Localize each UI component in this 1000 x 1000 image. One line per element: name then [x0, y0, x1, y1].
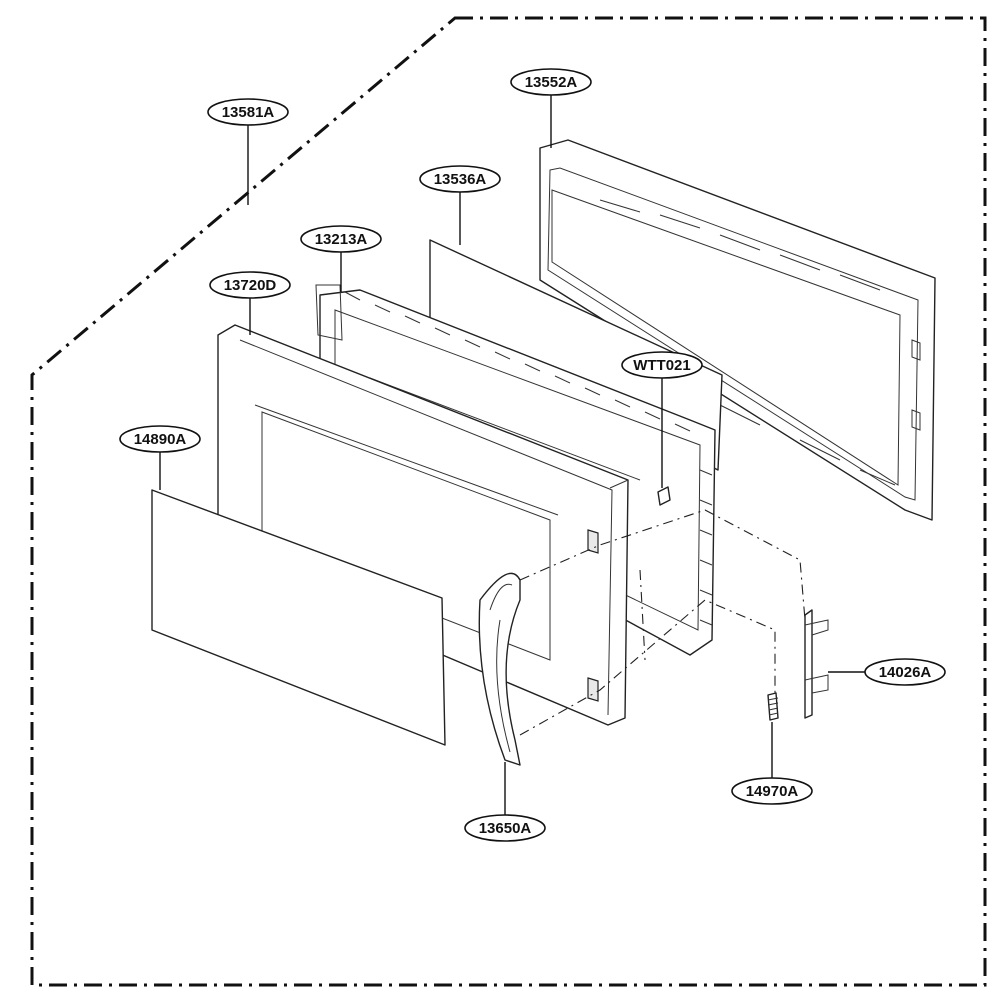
- callout-WTT021: WTT021: [621, 351, 703, 379]
- callout-13213A: 13213A: [300, 225, 382, 253]
- callout-text: 13536A: [434, 171, 487, 188]
- callout-14970A: 14970A: [731, 777, 813, 805]
- callout-text: 13650A: [479, 820, 532, 837]
- hook-bracket-part: [804, 609, 829, 719]
- assembly-boundary: [30, 16, 987, 987]
- callout-text: 14890A: [134, 431, 187, 448]
- callout-13720D: 13720D: [209, 271, 291, 299]
- callout-text: 13213A: [315, 231, 368, 248]
- callout-13650A: 13650A: [464, 814, 546, 842]
- callout-text: WTT021: [633, 357, 691, 374]
- callout-13536A: 13536A: [419, 165, 501, 193]
- door-body-part: [217, 324, 629, 726]
- alignment-lines: [519, 509, 806, 736]
- callout-text: 14970A: [746, 783, 799, 800]
- screw-part: [657, 486, 671, 506]
- spring-part: [767, 692, 779, 721]
- callout-14026A: 14026A: [864, 658, 946, 686]
- door-frame-part: [539, 139, 936, 521]
- outer-panel-part: [151, 489, 446, 746]
- door-handle-part: [478, 572, 521, 766]
- callout-text: 13720D: [224, 277, 277, 294]
- callout-14890A: 14890A: [119, 425, 201, 453]
- callout-text: 13552A: [525, 74, 578, 91]
- leader-lines: [159, 95, 865, 815]
- callout-13581A: 13581A: [207, 98, 289, 126]
- callout-text: 13581A: [222, 104, 275, 121]
- callout-text: 14026A: [879, 664, 932, 681]
- callout-13552A: 13552A: [510, 68, 592, 96]
